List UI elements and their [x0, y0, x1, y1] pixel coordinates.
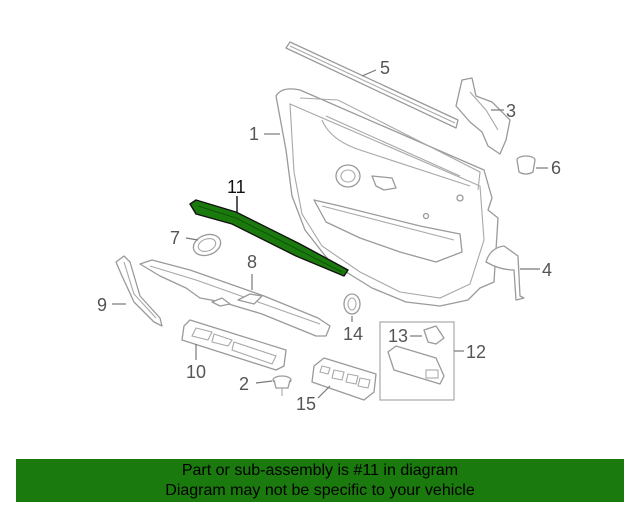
part-3-bracket[interactable]	[455, 77, 511, 155]
part-5-window-strip[interactable]	[285, 41, 459, 129]
callout-2[interactable]: 2	[239, 374, 249, 394]
part-15-window-switch[interactable]	[311, 357, 377, 401]
callout-8[interactable]: 8	[247, 252, 257, 272]
callout-1[interactable]: 1	[249, 124, 259, 144]
part-1-door-panel[interactable]	[275, 88, 499, 307]
callout-10[interactable]: 10	[186, 362, 206, 382]
callout-7[interactable]: 7	[170, 228, 180, 248]
callout-11[interactable]: 11	[227, 177, 246, 197]
info-banner: Part or sub-assembly is #11 in diagram D…	[16, 459, 624, 502]
parts-diagram: 1 2 3 4 5 6 7 8 9 10 11 12 13 14 15	[97, 41, 561, 414]
leader-5	[361, 69, 377, 77]
callout-9[interactable]: 9	[97, 295, 107, 315]
leader-15	[317, 385, 331, 399]
callout-13[interactable]: 13	[388, 326, 408, 346]
callout-15[interactable]: 15	[296, 394, 316, 414]
part-9-pillar-trim[interactable]	[115, 255, 163, 327]
part-13-bulb[interactable]	[423, 325, 445, 345]
part-2-fastener[interactable]	[272, 375, 292, 396]
callout-3[interactable]: 3	[506, 101, 516, 121]
part-7-speaker-ring[interactable]	[190, 231, 223, 259]
part-4-handle-bracket[interactable]	[485, 245, 525, 301]
callout-5[interactable]: 5	[380, 58, 390, 78]
callout-12[interactable]: 12	[466, 342, 486, 362]
banner-line-disclaimer: Diagram may not be specific to your vehi…	[165, 482, 475, 499]
part-14-grommet[interactable]	[343, 293, 361, 315]
callout-6[interactable]: 6	[551, 158, 561, 178]
leader-2	[255, 380, 273, 384]
part-10-switch-bezel[interactable]	[181, 319, 287, 371]
callout-14[interactable]: 14	[343, 324, 363, 344]
part-11-trim-strip[interactable]	[189, 199, 349, 277]
leader-7	[185, 237, 199, 241]
banner-line-part: Part or sub-assembly is #11 in diagram	[181, 462, 459, 479]
part-8-armrest[interactable]	[139, 259, 331, 337]
callout-4[interactable]: 4	[542, 260, 552, 280]
part-12-box[interactable]	[379, 321, 455, 401]
part-6-clip[interactable]	[516, 155, 536, 175]
